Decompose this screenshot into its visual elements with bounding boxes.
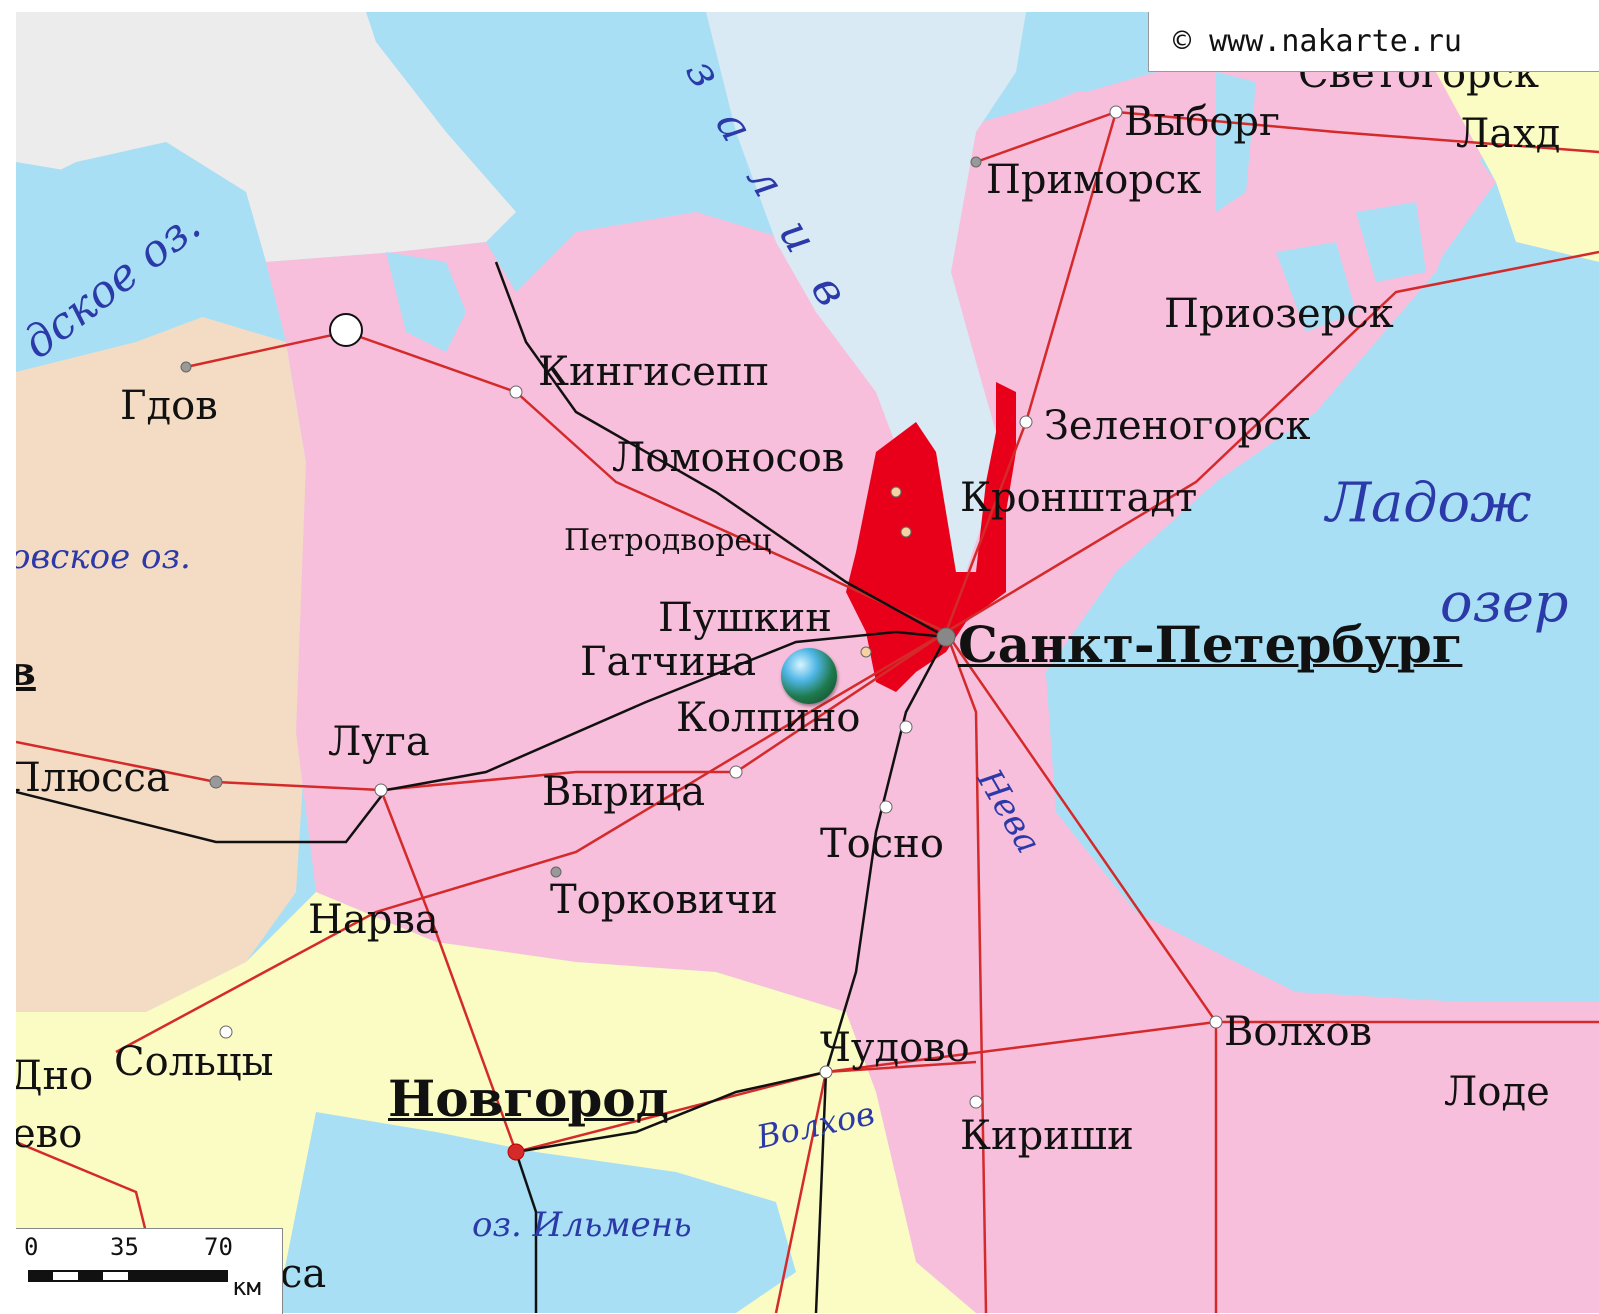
label-kolpino[interactable]: Колпино xyxy=(676,695,861,741)
label-lake-pskovskoe: овское оз. xyxy=(16,537,191,577)
label-gdov[interactable]: Гдов xyxy=(120,383,218,429)
scale-bar-graphic xyxy=(28,1270,228,1282)
label-volkhov[interactable]: Волхов xyxy=(1224,1009,1373,1055)
label-zelenogorsk[interactable]: Зеленогорск xyxy=(1044,403,1311,449)
label-kirishi[interactable]: Кириши xyxy=(960,1113,1134,1159)
town-markers[interactable] xyxy=(180,105,1223,1161)
label-petrodvorets[interactable]: Петродворец xyxy=(564,523,772,558)
globe-icon[interactable] xyxy=(781,648,837,704)
label-evo[interactable]: ево xyxy=(16,1111,83,1157)
scale-tick-0: 0 xyxy=(24,1233,39,1261)
map-frame[interactable]: Выборг Приморск Светогорск Лахд Приозерс… xyxy=(16,12,1599,1313)
scale-tick-35: 35 xyxy=(110,1233,139,1261)
isthmus-lakes xyxy=(1216,72,1426,332)
railways xyxy=(16,261,948,1313)
label-kronshtadt[interactable]: Кронштадт xyxy=(960,475,1198,521)
pskov-oblast-area xyxy=(16,292,306,1012)
scale-unit: км xyxy=(232,1273,261,1301)
label-lomonosov[interactable]: Ломоносов xyxy=(612,435,845,481)
copyright-badge[interactable]: © www.nakarte.ru xyxy=(1148,12,1599,72)
label-ladoga-2: озер xyxy=(1440,571,1569,634)
gulf-channel xyxy=(706,12,1026,582)
label-gatchina[interactable]: Гатчина xyxy=(580,639,757,685)
label-lakhdenpokhya[interactable]: Лахд xyxy=(1456,111,1561,157)
label-ca[interactable]: са xyxy=(280,1251,327,1297)
label-dno[interactable]: Дно xyxy=(16,1053,94,1099)
label-pushkin[interactable]: Пушкин xyxy=(658,595,832,641)
label-ladoga-1: Ладож xyxy=(1326,471,1532,534)
border-crossing-marker[interactable] xyxy=(329,313,363,347)
label-pskov-fragment[interactable]: в xyxy=(16,648,36,695)
karelia-area xyxy=(1436,72,1599,262)
label-priozersk[interactable]: Приозерск xyxy=(1164,291,1394,337)
label-lake-ilmen: оз. Ильмень xyxy=(472,1205,692,1245)
scale-tick-70: 70 xyxy=(204,1233,233,1261)
copyright-text[interactable]: © www.nakarte.ru xyxy=(1173,24,1462,59)
label-torkovichi[interactable]: Торковичи xyxy=(550,877,778,923)
label-vyritsa[interactable]: Вырица xyxy=(542,769,706,815)
isthmus-area xyxy=(946,72,1496,612)
label-chudovo[interactable]: Чудово xyxy=(820,1025,970,1071)
label-luga[interactable]: Луга xyxy=(328,719,430,765)
foreign-territory xyxy=(16,12,516,262)
label-lodeynoe[interactable]: Лоде xyxy=(1444,1069,1550,1115)
map-canvas[interactable] xyxy=(16,12,1599,1313)
scale-bar: 0 35 70 км xyxy=(16,1228,283,1314)
lake-ladoga xyxy=(1046,242,1599,1002)
label-plyussa[interactable]: Плюсса xyxy=(16,755,170,801)
label-soltsy[interactable]: Сольцы xyxy=(114,1039,274,1085)
label-saint-petersburg[interactable]: Санкт-Петербург xyxy=(958,615,1463,674)
label-kingisepp[interactable]: Кингисепп xyxy=(538,349,770,395)
label-vyborg[interactable]: Выборг xyxy=(1124,99,1280,145)
label-narva[interactable]: Нарва xyxy=(308,897,439,943)
lake-narva xyxy=(386,252,466,352)
label-tosno[interactable]: Тосно xyxy=(820,821,944,867)
label-primorsk[interactable]: Приморск xyxy=(986,157,1202,203)
label-novgorod[interactable]: Новгород xyxy=(388,1069,669,1128)
lake-chudskoe xyxy=(16,142,266,372)
